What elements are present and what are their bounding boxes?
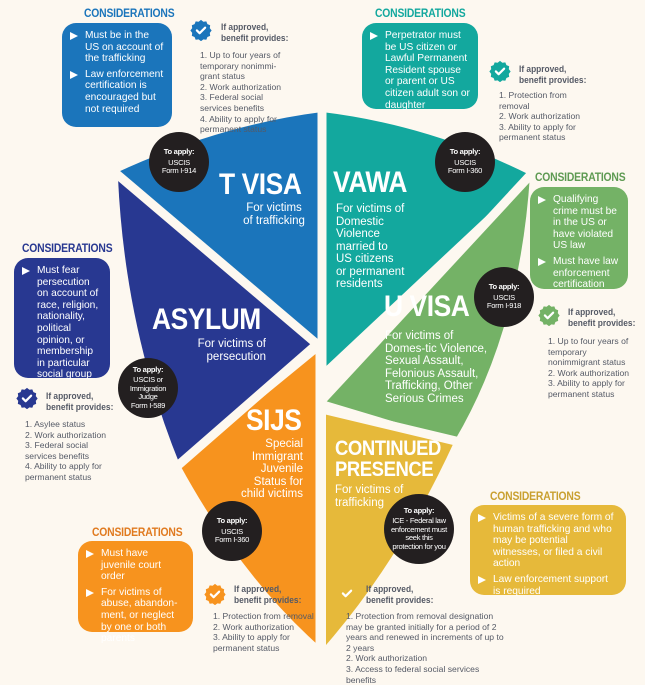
benefit-item: 1. Protection from removal designation m… bbox=[346, 611, 504, 653]
asylum-considerations-title: CONSIDERATIONS bbox=[22, 243, 113, 255]
asylum-considerations-box: Must fear persecution on account of race… bbox=[14, 258, 110, 381]
sijs-subtitle: Special Immigrant Juvenile Status for ch… bbox=[241, 438, 303, 500]
consideration-item: Law enforcement support is required bbox=[478, 574, 618, 597]
continued-presence-apply-circle: To apply:ICE - Federal law enforcement m… bbox=[384, 494, 454, 564]
u-visa-considerations-box: Qualifying crime must be in the US or ha… bbox=[530, 187, 628, 291]
t-visa-considerations-title: CONSIDERATIONS bbox=[84, 8, 175, 20]
consideration-item: Qualifying crime must be in the US or ha… bbox=[538, 194, 620, 252]
benefit-item: 2. Work authorization bbox=[200, 81, 282, 92]
continued-presence-considerations-box: Victims of a severe form of human traffi… bbox=[470, 505, 626, 597]
check-badge-icon bbox=[190, 19, 212, 41]
benefit-item: 2. Work authorization bbox=[25, 429, 107, 440]
consideration-item: Law enforcement certification is encoura… bbox=[70, 69, 164, 115]
benefit-item: 3. Federal social services benefits bbox=[200, 92, 265, 113]
benefit-item: 2. Work authorization bbox=[213, 621, 295, 632]
u-visa-title: U VISA bbox=[384, 290, 470, 323]
benefit-item: 1. Up to four years of temporary nonimmi… bbox=[200, 50, 281, 82]
vawa-benefit-heading: If approved,benefit provides: bbox=[519, 64, 587, 86]
check-badge-icon bbox=[336, 582, 358, 604]
benefit-item: 2. Work authorization bbox=[548, 367, 630, 378]
asylum-subtitle: For victims of persecution bbox=[197, 338, 266, 363]
u-visa-benefit-list: 1. Up to four years of temporary nonimmi… bbox=[548, 336, 632, 400]
asylum-title: ASYLUM bbox=[152, 303, 261, 336]
check-badge-icon bbox=[489, 60, 511, 82]
consideration-item: Victims of a severe form of human traffi… bbox=[478, 512, 618, 570]
continued-presence-considerations-title: CONSIDERATIONS bbox=[490, 491, 581, 503]
check-badge-icon bbox=[16, 387, 38, 409]
sijs-wedge bbox=[180, 352, 318, 645]
check-badge-icon bbox=[204, 583, 226, 605]
benefit-item: 3. Ability to apply for permanent status bbox=[499, 121, 576, 143]
continued-presence-benefit-list: 1. Protection from removal designation m… bbox=[346, 611, 506, 685]
vawa-title: VAWA bbox=[333, 166, 408, 199]
check-badge-icon bbox=[538, 304, 560, 326]
benefit-item: 2. Work authorization bbox=[346, 653, 428, 664]
consideration-item: Must be in the US on account of the traf… bbox=[70, 30, 164, 65]
t-visa-considerations-box: Must be in the US on account of the traf… bbox=[62, 23, 172, 127]
sijs-considerations-title: CONSIDERATIONS bbox=[92, 527, 183, 539]
benefit-item: 1. Protection from removal bbox=[213, 611, 314, 621]
u-visa-benefit-heading: If approved,benefit provides: bbox=[568, 307, 636, 329]
benefit-item: 2. Work authorization bbox=[499, 111, 581, 122]
benefit-item: 1. Protection from removal bbox=[499, 90, 567, 111]
sijs-benefit-heading: If approved,benefit provides: bbox=[234, 584, 302, 606]
benefit-item: 3. Ability to apply for permanent status bbox=[548, 378, 625, 399]
consideration-item: Must fear persecution on account of race… bbox=[22, 265, 102, 381]
sijs-title: SIJS bbox=[246, 404, 302, 437]
t-visa-subtitle: For victims of trafficking bbox=[243, 202, 305, 227]
consideration-item: For victims of abuse, abandon-ment, or n… bbox=[86, 587, 185, 645]
u-visa-considerations-title: CONSIDERATIONS bbox=[535, 172, 626, 184]
consideration-item: Must have law enforcement certification bbox=[538, 256, 620, 291]
benefit-item: 1. Up to four years of temporary nonimmi… bbox=[548, 336, 629, 368]
vawa-considerations-title: CONSIDERATIONS bbox=[375, 8, 466, 20]
consideration-item: Must have juvenile court order bbox=[86, 548, 185, 583]
benefit-item: 4. Ability to apply for permanent status bbox=[25, 461, 102, 482]
consideration-item: Perpetrator must be US citizen or Lawful… bbox=[370, 30, 470, 111]
u-visa-wedge bbox=[322, 175, 530, 440]
benefit-item: 1. Asylee status bbox=[25, 419, 86, 429]
t-visa-title: T VISA bbox=[219, 168, 302, 201]
asylum-benefit-heading: If approved,benefit provides: bbox=[46, 391, 114, 413]
benefit-item: 3. Federal social services benefits bbox=[25, 440, 90, 461]
continued-presence-subtitle: For victims of trafficking bbox=[335, 484, 404, 509]
benefit-item: 3. Access to federal social services ben… bbox=[346, 663, 480, 685]
u-visa-subtitle: For victims of Domes-tic Violence, Sexua… bbox=[385, 330, 488, 405]
vawa-subtitle: For victims of Domestic Violence married… bbox=[336, 203, 405, 290]
t-visa-benefit-heading: If approved,benefit provides: bbox=[221, 22, 289, 44]
benefit-item: 4. Ability to apply for permanent status bbox=[200, 113, 277, 135]
vawa-considerations-box: Perpetrator must be US citizen or Lawful… bbox=[362, 23, 478, 111]
continued-presence-benefit-heading: If approved,benefit provides: bbox=[366, 584, 434, 606]
benefit-item: 3. Ability to apply for permanent status bbox=[213, 632, 290, 653]
t-visa-benefit-list: 1. Up to four years of temporary nonimmi… bbox=[200, 50, 285, 135]
